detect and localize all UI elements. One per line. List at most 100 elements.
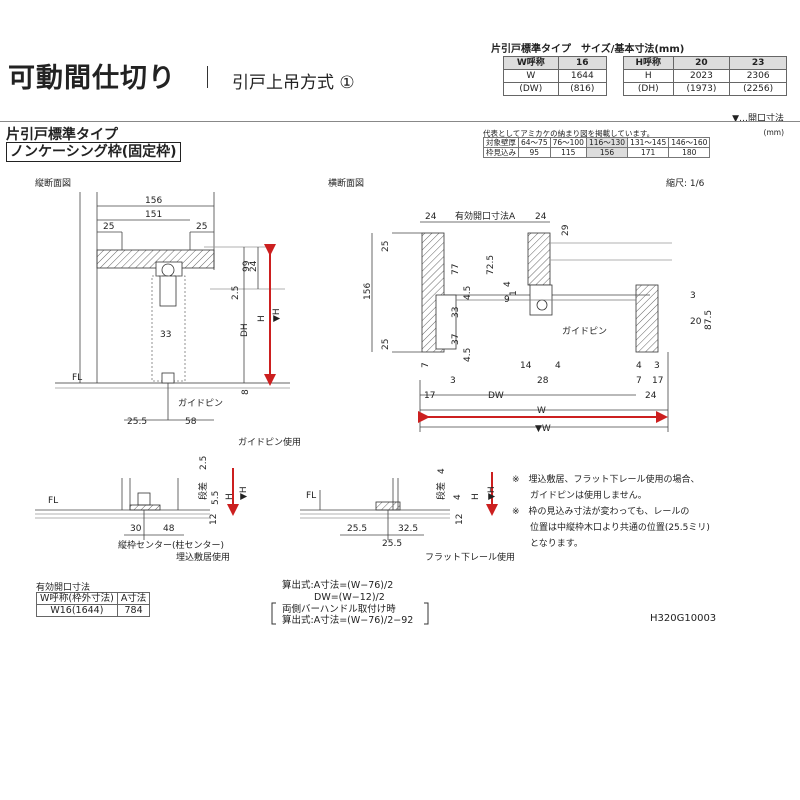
- ot-row-a: 784: [116, 604, 151, 617]
- calc-formula-dw: DW=(W−12)/2: [314, 592, 385, 603]
- size-caption: 片引戸標準タイプ サイズ/基本寸法(mm): [491, 44, 685, 55]
- v-dim-8: 8: [241, 389, 251, 395]
- h-dim-4c: 4: [636, 361, 642, 371]
- calc-formula-a: 算出式:A寸法=(W−76)/2: [282, 580, 394, 591]
- dr-fl: FL: [306, 491, 316, 501]
- h-dim-28: 28: [537, 376, 549, 386]
- size-dw-row-label: (DW): [503, 82, 559, 96]
- header-divider: [0, 121, 800, 122]
- detail-right: [300, 478, 450, 540]
- page-subtitle: 引戸上吊方式 ①: [232, 73, 355, 93]
- h-dim-3a: 3: [450, 376, 456, 386]
- note-line-4: 位置は中縦枠木口より共通の位置(25.5ミリ): [512, 523, 710, 533]
- dr-dim-4b: 4: [453, 494, 463, 500]
- v-hanger: [159, 275, 177, 307]
- h-dim-w: W: [537, 406, 546, 416]
- scale-label: 縮尺: 1/6: [666, 177, 705, 189]
- dr-step: 段差: [435, 482, 447, 500]
- v-section-title: 縦断面図: [35, 177, 71, 189]
- h-dim-87-5: 87.5: [704, 310, 714, 330]
- page-title: 可動間仕切り: [8, 63, 176, 94]
- dr-dim-12: 12: [455, 514, 465, 525]
- dr-dim-25-5a: 25.5: [347, 524, 367, 534]
- h-dim-4b: 4: [555, 361, 561, 371]
- h-dim-dw: DW: [488, 391, 504, 401]
- h-dim-17b: 17: [652, 376, 663, 386]
- dr-dim-25-5b: 25.5: [382, 539, 402, 549]
- v-dim-24: 24: [249, 260, 259, 272]
- dl-fl: FL: [48, 496, 58, 506]
- v-dim-58: 58: [185, 417, 197, 427]
- h-dim-24c: 24: [645, 391, 657, 401]
- th-r1-c5: 180: [668, 147, 711, 158]
- v-guide-pin: [161, 372, 175, 384]
- opening-table: W呼称(枠外寸法)A寸法 W16(1644)784: [36, 592, 151, 617]
- h-dim-20: 20: [690, 317, 702, 327]
- dl-dim-2-5: 2.5: [199, 456, 209, 470]
- v-dim-99: 99: [242, 260, 252, 272]
- h-dim-17a: 17: [424, 391, 435, 401]
- ot-head-a: A寸法: [116, 592, 151, 605]
- h-dim-opening: 有効開口寸法A: [455, 210, 516, 222]
- dr-dim-h: H: [471, 493, 481, 500]
- horizontal-section: [371, 221, 672, 432]
- h-dim-25a: 25: [381, 241, 391, 252]
- dr-dim-32-5: 32.5: [398, 524, 418, 534]
- dl-dim-48: 48: [163, 524, 175, 534]
- h-frame-right: [635, 284, 659, 353]
- h-dim-7a: 7: [421, 362, 431, 368]
- dl-sill: [137, 492, 151, 506]
- notes-block: ※ 埋込敷居、フラット下レール使用の場合、 ガイドピンは使用しません。 ※ 枠の…: [512, 472, 710, 552]
- h-dim-25b: 25: [381, 339, 391, 350]
- note-line-3: ※ 枠の見込み寸法が変わっても、レールの: [512, 507, 690, 517]
- dr-caption: フラット下レール使用: [425, 551, 515, 563]
- dr-dim-4a: 4: [437, 468, 447, 474]
- h-door-edge-left: [435, 294, 457, 350]
- h-dim-24b: 24: [535, 212, 547, 222]
- h-dim-4-5a: 4.5: [463, 286, 473, 300]
- h-dim-77: 77: [451, 264, 461, 275]
- dl-dim-h-open: ▼H: [239, 486, 249, 500]
- ot-head-w: W呼称(枠外寸法): [36, 592, 118, 605]
- v-dim-151: 151: [145, 210, 162, 220]
- note-line-5: となります。: [512, 539, 583, 549]
- title-separator: [207, 66, 208, 88]
- v-dim-25a: 25: [103, 222, 114, 232]
- h-dim-w-open: ▼W: [535, 424, 551, 434]
- h-dim-1: 1: [509, 290, 519, 296]
- h-dim-4-5b: 4.5: [463, 348, 473, 362]
- dl-dim-12: 12: [209, 514, 219, 525]
- note-line-1: ※ 埋込敷居、フラット下レール使用の場合、: [512, 475, 700, 485]
- h-dim-14: 14: [520, 361, 532, 371]
- dr-dim-h-open: ▼H: [487, 486, 497, 500]
- dl-dim-30: 30: [130, 524, 142, 534]
- v-dim-h-open: ▼H: [272, 308, 282, 322]
- calc-bar-handle: 両側バーハンドル取付け時: [282, 604, 396, 615]
- calc-bracket-left: [271, 602, 276, 625]
- v-dim-25b: 25: [196, 222, 207, 232]
- dl-caption-center: 縦枠センター(柱センター): [118, 539, 224, 551]
- thickness-note: 代表としてアミカケの納まり図を掲載しています。: [483, 129, 655, 138]
- v-door-leaf: [151, 275, 186, 382]
- v-dim-156: 156: [145, 196, 162, 206]
- h-section-title: 横断面図: [328, 177, 364, 189]
- h-dim-4a: 4: [503, 281, 513, 287]
- size-w-head-label: W呼称: [503, 56, 559, 70]
- size-dh-row-23: (2256): [729, 82, 787, 96]
- v-dim-33: 33: [160, 330, 171, 340]
- h-dim-72-5: 72.5: [486, 255, 496, 275]
- dl-embed-sill: [129, 504, 161, 511]
- h-dim-24a: 24: [425, 212, 437, 222]
- ot-row-w: W16(1644): [36, 604, 118, 617]
- calc-formula-a2: 算出式:A寸法=(W−76)/2−92: [282, 615, 414, 626]
- type-title: 片引戸標準タイプ: [6, 127, 118, 143]
- th-r1-c0: 枠見込み: [483, 147, 519, 158]
- detail-left: [35, 478, 210, 540]
- h-dim-9: 9: [504, 295, 510, 305]
- th-r1-c2: 115: [549, 147, 587, 158]
- drawing-code: H320G10003: [650, 613, 717, 624]
- v-dim-2-5: 2.5: [231, 286, 241, 300]
- h-frame-mid: [527, 232, 551, 286]
